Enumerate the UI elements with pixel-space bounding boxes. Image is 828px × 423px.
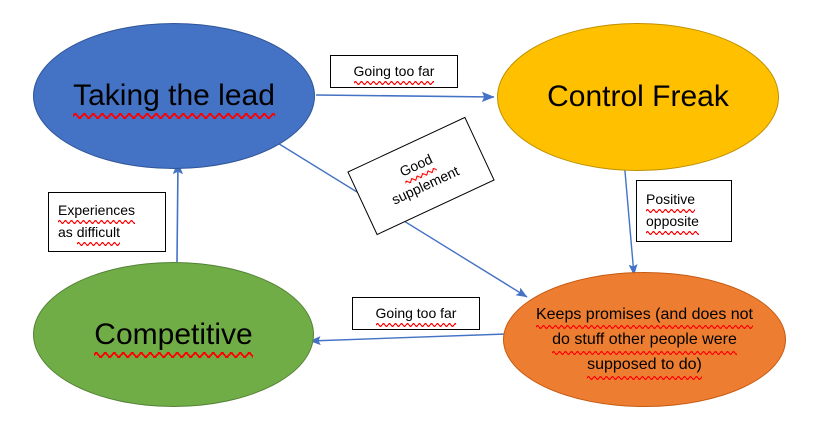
- edge-label-experiences-as-difficult-word-difficult: difficult: [76, 222, 121, 246]
- node-control-freak[interactable]: Control Freak: [497, 23, 779, 171]
- node-control-freak-label: Control Freak: [537, 77, 739, 117]
- node-keeps-promises[interactable]: Keeps promises (and does not do stuff ot…: [503, 272, 786, 407]
- node-keeps-promises-line-1: Keeps promises (and does not: [535, 302, 754, 330]
- node-competitive-label: Competitive: [84, 315, 262, 358]
- node-competitive-text: Competitive: [94, 315, 254, 358]
- edge-label-going-too-far-bottom-text: Going too far: [375, 303, 456, 327]
- connector-keeps-promises-to-competitive[interactable]: [309, 333, 507, 346]
- edge-label-experiences-as-difficult-line-1: Experiences: [58, 200, 136, 224]
- node-taking-the-lead-text: Taking the lead: [73, 76, 275, 119]
- edge-label-positive-opposite[interactable]: Positive opposite: [636, 180, 732, 242]
- node-competitive[interactable]: Competitive: [33, 262, 314, 407]
- node-keeps-promises-line-3: supposed to do): [587, 352, 702, 381]
- edge-label-going-too-far-top[interactable]: Going too far: [330, 55, 458, 88]
- connector-control-freak-to-keeps-promises[interactable]: [623, 159, 638, 276]
- edge-label-going-too-far-top-text: Going too far: [353, 61, 434, 85]
- edge-label-experiences-as-difficult[interactable]: Experiences as difficult: [48, 192, 166, 252]
- connector-competitive-to-taking-the-lead[interactable]: [172, 161, 183, 263]
- edge-label-positive-opposite-line-1: Positive: [646, 189, 696, 213]
- node-keeps-promises-label: Keeps promises (and does not do stuff ot…: [526, 302, 763, 381]
- node-taking-the-lead-label: Taking the lead: [63, 76, 285, 119]
- node-taking-the-lead[interactable]: Taking the lead: [33, 23, 315, 169]
- node-control-freak-text: Control Freak: [547, 80, 729, 114]
- node-keeps-promises-line-2: do stuff other people were: [552, 327, 737, 355]
- edge-label-positive-opposite-line-2: opposite: [646, 211, 699, 235]
- edge-label-experiences-as-difficult-line-2: as difficult: [58, 224, 121, 246]
- edge-label-going-too-far-bottom[interactable]: Going too far: [352, 297, 480, 330]
- connector-taking-the-lead-to-control-freak[interactable]: [315, 91, 495, 102]
